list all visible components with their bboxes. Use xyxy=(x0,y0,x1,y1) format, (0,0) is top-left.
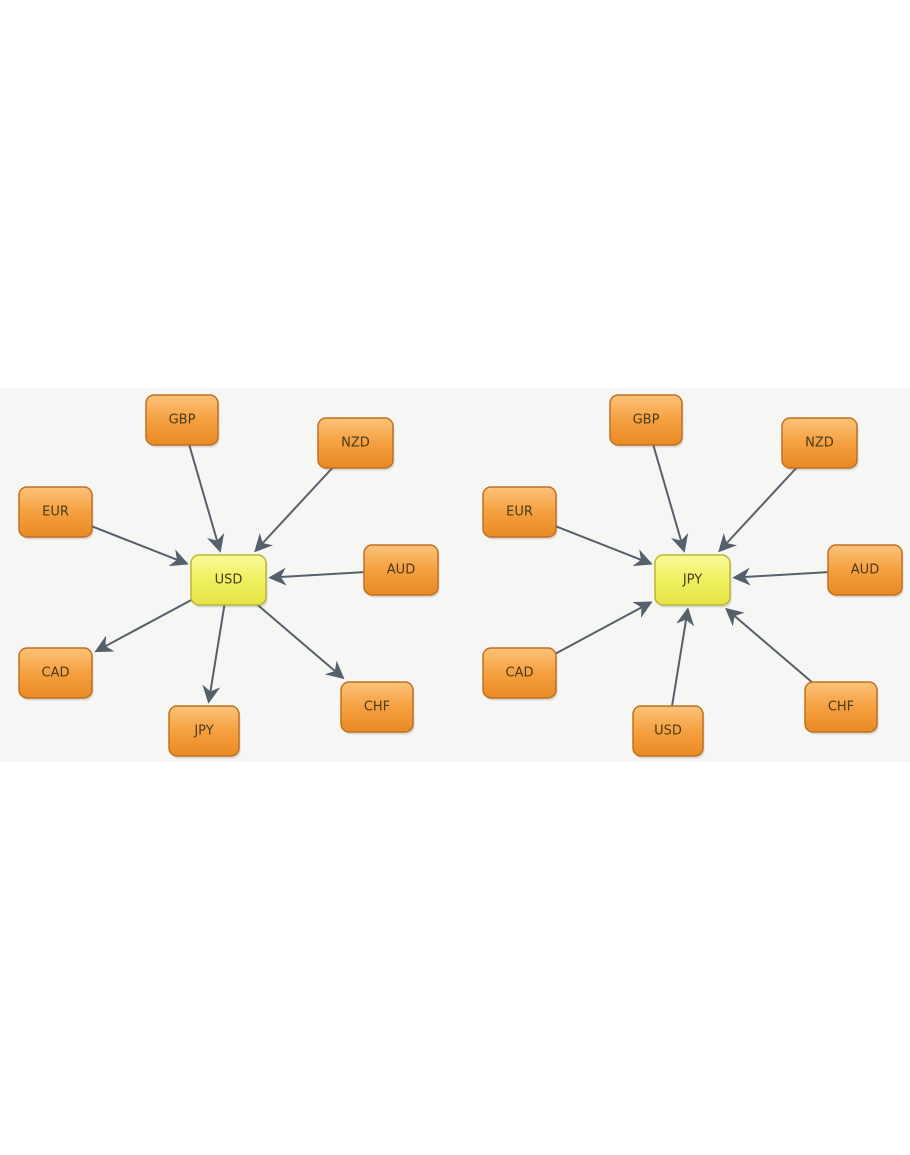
center-node-usd: USD xyxy=(190,554,268,608)
node-label: AUD xyxy=(387,563,415,578)
node-label: AUD xyxy=(851,563,879,578)
node-box xyxy=(363,544,439,596)
node-label: CAD xyxy=(42,666,70,681)
node-box xyxy=(804,681,878,733)
node-label: NZD xyxy=(341,436,370,451)
node-box xyxy=(18,647,93,699)
arrow-nzd-to-jpy xyxy=(718,465,799,553)
node-box xyxy=(18,486,93,538)
node-box xyxy=(317,417,394,469)
node-box xyxy=(340,681,414,733)
node-aud: AUD xyxy=(363,544,440,598)
node-label: CHF xyxy=(364,700,390,715)
arrow-chf-to-jpy xyxy=(725,607,815,685)
node-eur: EUR xyxy=(18,486,94,540)
node-label: EUR xyxy=(42,505,69,520)
node-box xyxy=(654,554,731,606)
node-box xyxy=(145,394,219,446)
node-nzd: NZD xyxy=(317,417,395,471)
node-gbp: GBP xyxy=(145,394,220,448)
node-label: GBP xyxy=(633,413,660,428)
arrow-usd-to-jpy xyxy=(670,607,695,709)
node-box xyxy=(827,544,903,596)
node-usd: USD xyxy=(632,705,705,759)
node-chf: CHF xyxy=(804,681,879,735)
node-box xyxy=(190,554,267,606)
node-box xyxy=(482,486,557,538)
node-gbp: GBP xyxy=(609,394,684,448)
arrow-gbp-to-jpy xyxy=(651,442,689,553)
node-label: USD xyxy=(654,724,682,739)
arrow-aud-to-jpy xyxy=(732,567,831,586)
arrow-aud-to-usd xyxy=(268,567,367,586)
arrow-gbp-to-usd xyxy=(187,442,225,553)
node-label: NZD xyxy=(805,436,834,451)
node-label: CAD xyxy=(506,666,534,681)
arrow-eur-to-jpy xyxy=(553,524,653,567)
arrow-usd-to-cad xyxy=(94,598,194,653)
node-aud: AUD xyxy=(827,544,904,598)
node-chf: CHF xyxy=(340,681,415,735)
node-box xyxy=(482,647,557,699)
arrow-eur-to-usd xyxy=(89,524,189,567)
node-box xyxy=(168,705,240,757)
center-node-jpy: JPY xyxy=(654,554,732,608)
node-jpy: JPY xyxy=(168,705,241,759)
node-eur: EUR xyxy=(482,486,558,540)
diagram-background xyxy=(0,388,910,762)
arrow-cad-to-jpy xyxy=(553,601,653,656)
node-label: GBP xyxy=(169,413,196,428)
node-label: JPY xyxy=(193,724,213,739)
node-cad: CAD xyxy=(482,647,558,701)
arrow-nzd-to-usd xyxy=(254,465,335,553)
node-box xyxy=(609,394,683,446)
node-box xyxy=(781,417,858,469)
arrow-usd-to-jpy xyxy=(202,602,226,704)
node-cad: CAD xyxy=(18,647,94,701)
node-nzd: NZD xyxy=(781,417,859,471)
node-box xyxy=(632,705,704,757)
arrow-usd-to-chf xyxy=(254,602,345,680)
node-label: USD xyxy=(215,573,243,588)
node-label: JPY xyxy=(682,573,702,588)
node-label: EUR xyxy=(506,505,533,520)
node-label: CHF xyxy=(828,700,854,715)
